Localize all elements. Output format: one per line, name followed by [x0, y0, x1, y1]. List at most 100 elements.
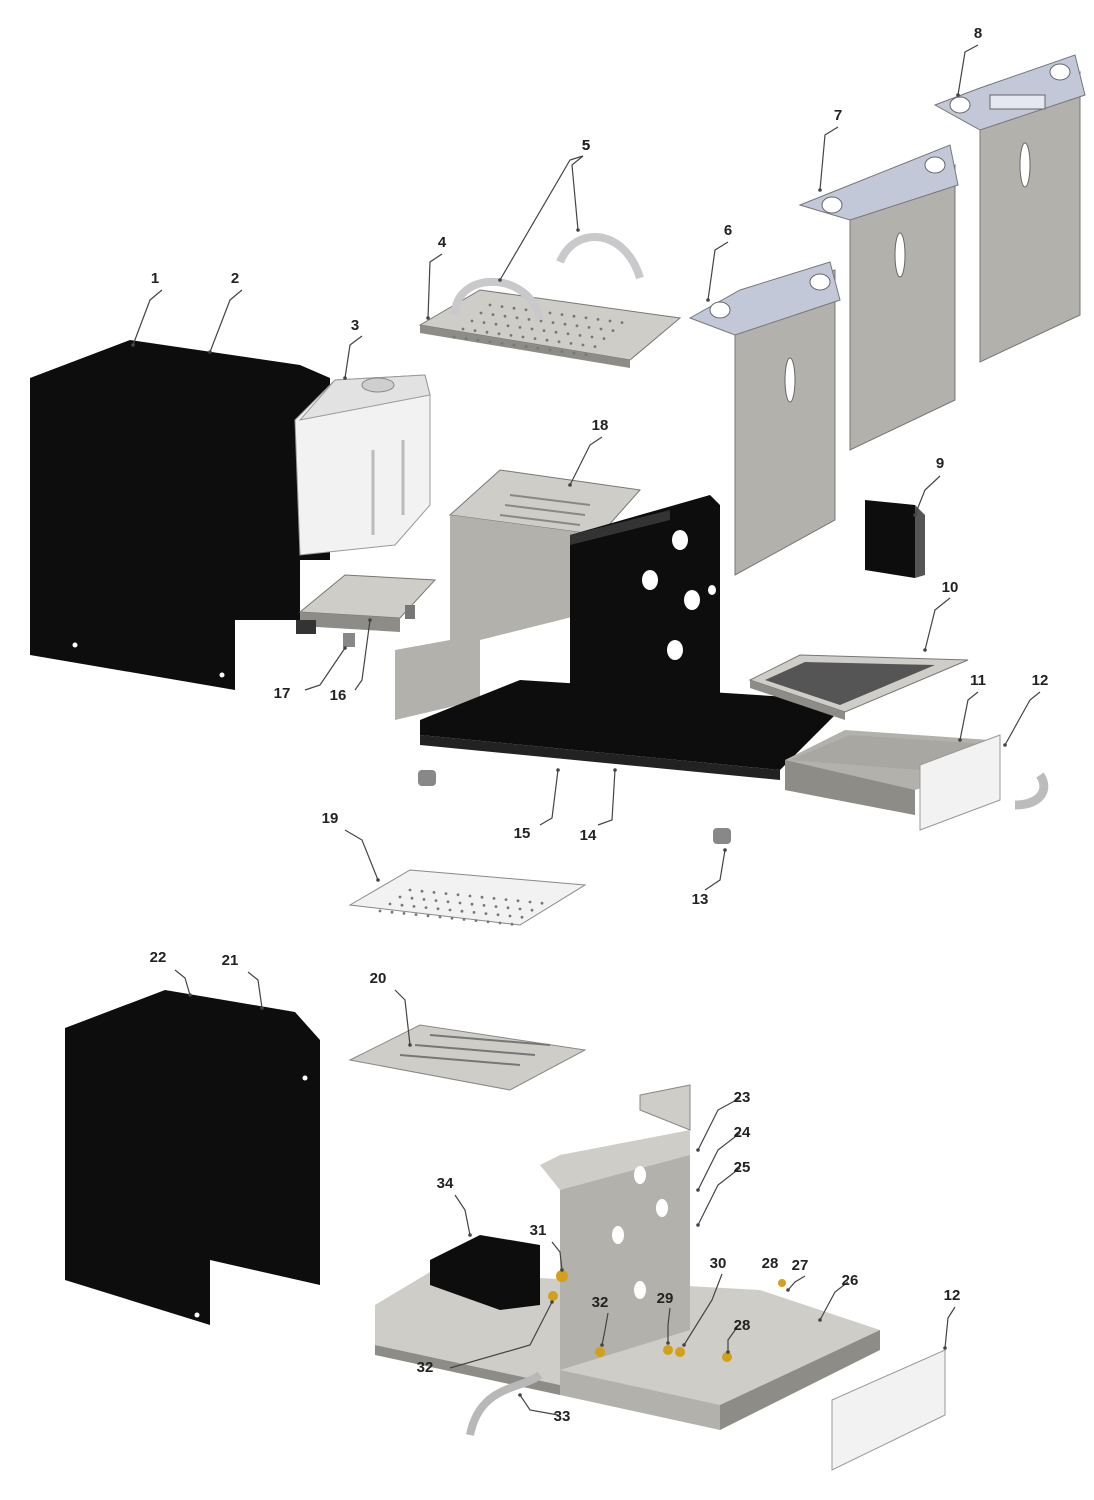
callout-c28a: 28 — [762, 1255, 779, 1272]
callout-leader-tip — [343, 646, 347, 650]
callout-c9: 9 — [913, 455, 944, 517]
callout-leader-tip — [550, 1300, 554, 1304]
callout-leader-tip — [518, 1393, 522, 1397]
callout-number: 24 — [734, 1124, 751, 1141]
callout-number: 17 — [274, 685, 291, 702]
callout-number: 30 — [710, 1255, 727, 1272]
callout-c32b: 32 — [417, 1300, 554, 1376]
callout-leader-line — [354, 619, 371, 691]
callout-c33: 33 — [518, 1393, 570, 1425]
callout-number: 3 — [351, 317, 359, 334]
callout-c21: 21 — [222, 952, 264, 1010]
callout-c25: 25 — [696, 1159, 750, 1227]
callout-leader-line — [707, 241, 729, 301]
callout-number: 25 — [734, 1159, 751, 1176]
callout-leader-line — [601, 1312, 609, 1346]
callout-c24: 24 — [696, 1124, 751, 1192]
callout-leader-line — [569, 436, 603, 486]
callout-number: 33 — [554, 1408, 571, 1425]
part-drip-bracket — [865, 500, 925, 578]
callout-c12b: 12 — [943, 1287, 960, 1350]
callout-c19: 19 — [322, 810, 380, 882]
callout-number: 28 — [734, 1317, 751, 1334]
callout-c15: 15 — [514, 768, 560, 842]
callout-leader-line — [914, 475, 941, 516]
callout-leader-line — [667, 1307, 671, 1343]
callout-c12a: 12 — [1003, 672, 1048, 747]
callout-c34: 34 — [437, 1175, 472, 1237]
callout-leader-tip — [682, 1343, 686, 1347]
callout-c2: 2 — [208, 270, 243, 354]
callout-leader-tip — [706, 298, 710, 302]
callout-leader-tip — [556, 768, 560, 772]
callout-leader-tip — [818, 1318, 822, 1322]
callout-leader-line — [519, 1394, 559, 1416]
callout-leader-line — [304, 647, 346, 691]
part-slotted-plate-20 — [348, 1024, 587, 1091]
callout-number: 31 — [530, 1222, 547, 1239]
callout-leader-tip — [426, 316, 430, 320]
callout-leader-line — [704, 849, 726, 891]
part-cup-tray — [418, 233, 682, 368]
callout-number: 19 — [322, 810, 339, 827]
callout-number: 29 — [657, 1290, 674, 1307]
callout-c14: 14 — [580, 768, 617, 844]
callout-leader-line — [959, 691, 979, 741]
callout-number: 32 — [417, 1359, 434, 1376]
callout-leader-tip — [958, 738, 962, 742]
part-black-chassis — [420, 495, 835, 780]
callout-leader-tip — [568, 483, 572, 487]
callout-leader-line — [454, 1194, 471, 1236]
callout-leader-tip — [468, 1233, 472, 1237]
callout-number: 13 — [692, 891, 709, 908]
callout-number: 7 — [834, 107, 842, 124]
callout-leader-line — [539, 769, 559, 826]
callout-c3: 3 — [343, 317, 363, 380]
callout-number: 1 — [151, 270, 159, 287]
callout-c17: 17 — [274, 646, 347, 702]
callout-c6: 6 — [706, 222, 732, 302]
callout-leader-tip — [260, 1006, 264, 1010]
callout-leader-line — [499, 155, 584, 281]
callout-leader-line — [132, 289, 163, 346]
callout-c7: 7 — [818, 107, 842, 192]
callout-c5a: 5 — [498, 137, 590, 282]
callout-c10: 10 — [923, 579, 958, 652]
callout-leader-tip — [666, 1341, 670, 1345]
callout-leader-line — [697, 1167, 741, 1226]
part-side-cover-bottom — [65, 990, 320, 1325]
callout-number: 11 — [970, 672, 986, 689]
callout-leader-tip — [131, 343, 135, 347]
callout-c1: 1 — [131, 270, 163, 347]
callout-leader-tip — [208, 350, 212, 354]
callout-leader-line — [394, 989, 411, 1046]
callout-leader-tip — [498, 278, 502, 282]
callout-leader-tip — [726, 1350, 730, 1354]
callout-c29: 29 — [657, 1290, 674, 1345]
callout-number: 5 — [582, 137, 590, 154]
part-back-panel-7 — [798, 144, 959, 451]
callout-leader-tip — [923, 648, 927, 652]
part-hose-bottom — [466, 1371, 543, 1436]
part-steel-frame — [395, 469, 641, 720]
callout-leader-line — [247, 971, 263, 1009]
callout-leader-line — [551, 1241, 563, 1271]
callout-c16: 16 — [330, 618, 372, 704]
plate-19-holes — [378, 888, 544, 926]
callout-leader-tip — [818, 188, 822, 192]
callout-c23: 23 — [696, 1089, 750, 1152]
callout-number: 23 — [734, 1089, 751, 1106]
callout-c22: 22 — [150, 949, 192, 997]
callout-leader-line — [787, 1275, 806, 1291]
callout-leader-line — [449, 1301, 553, 1369]
part-foot-left — [418, 770, 436, 786]
callout-c32a: 32 — [592, 1294, 609, 1347]
callout-leader-tip — [696, 1188, 700, 1192]
callout-leader-line — [1004, 691, 1041, 746]
callout-leader-line — [697, 1097, 741, 1151]
part-hose-top — [1014, 772, 1049, 810]
callout-leader-line — [957, 44, 979, 96]
callout-leader-line — [344, 829, 379, 881]
part-tank-support — [296, 574, 437, 647]
callout-leader-line — [819, 1281, 849, 1321]
